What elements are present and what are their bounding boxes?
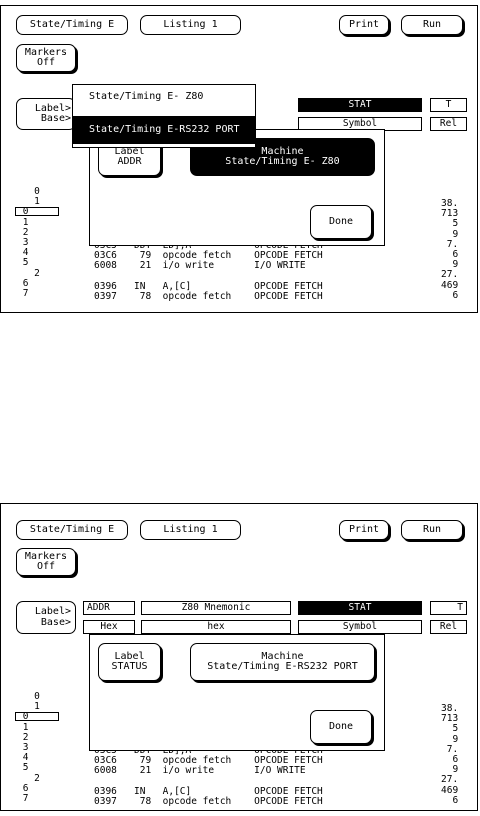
analyzer-select-button[interactable]: State/Timing E — [16, 520, 128, 540]
analyzer-screen-1: State/Timing E Listing 1 Print Run Marke… — [0, 5, 478, 313]
state-number-column: 0 1 0 1 2 3 4 5 2 6 7 — [22, 186, 40, 300]
time-base-text: Rel — [439, 118, 458, 129]
done-label: Done — [328, 215, 354, 227]
print-button[interactable]: Print — [339, 520, 389, 540]
label-row-label: Label> — [34, 606, 71, 617]
stat-column-header[interactable]: STAT — [298, 98, 422, 112]
dialog-label-title: Label — [114, 650, 145, 662]
run-button[interactable]: Run — [401, 520, 463, 540]
run-label: Run — [422, 18, 442, 30]
stat-header-text: STAT — [348, 99, 372, 110]
listing-select-button[interactable]: Listing 1 — [140, 520, 241, 540]
time-column-values: 38. 713 5 9 7. 6 9 27. 469 6 — [441, 703, 459, 806]
print-button[interactable]: Print — [339, 15, 389, 35]
mnemonic-header-text: Z80 Mnemonic — [181, 602, 251, 613]
stat-column-header[interactable]: STAT — [298, 601, 422, 615]
analyzer-select-label: State/Timing E — [29, 523, 115, 535]
time-column-header[interactable]: T — [430, 98, 467, 112]
done-button[interactable]: Done — [310, 205, 372, 239]
markers-value: Off — [36, 561, 56, 572]
analyzer-select-button[interactable]: State/Timing E — [16, 15, 128, 35]
dialog-machine-title: Machine — [261, 145, 304, 157]
mnemonic-column-base[interactable]: hex — [141, 620, 291, 634]
label-machine-dialog: Label STATUS Machine State/Timing E-RS23… — [89, 634, 385, 751]
addr-column-header[interactable]: ADDR — [83, 601, 135, 615]
time-header-text: T — [445, 99, 452, 110]
listing-rows: 03C5 DDT LD],A OPCODE FETCH 03C6 79 opco… — [94, 240, 323, 303]
analyzer-select-label: State/Timing E — [29, 18, 115, 30]
listing-rows: 03C5 DDT LD],A OPCODE FETCH 03C6 79 opco… — [94, 745, 323, 808]
time-base-text: Rel — [439, 621, 458, 632]
analyzer-screen-2: State/Timing E Listing 1 Print Run Marke… — [0, 503, 478, 811]
base-row-label: Base> — [40, 113, 71, 124]
machine-popup-menu: State/Timing E- Z80 State/Timing E-RS232… — [72, 84, 256, 148]
dialog-machine-title: Machine — [261, 650, 304, 662]
current-state-marker — [15, 207, 59, 216]
mnemonic-column-header[interactable]: Z80 Mnemonic — [141, 601, 291, 615]
state-number-column: 0 1 0 1 2 3 4 5 2 6 7 — [22, 691, 40, 805]
dialog-label-title: Label — [114, 145, 145, 157]
listing-select-label: Listing 1 — [163, 523, 218, 535]
markers-button[interactable]: Markers Off — [16, 44, 76, 72]
dialog-machine-value: State/Timing E-RS232 PORT — [207, 661, 358, 672]
stat-base-text: Symbol — [342, 621, 378, 632]
dialog-machine-select[interactable]: Machine State/Timing E-RS232 PORT — [190, 643, 375, 681]
stat-base-text: Symbol — [342, 118, 378, 129]
time-column-base[interactable]: Rel — [430, 117, 467, 131]
done-button[interactable]: Done — [310, 710, 372, 744]
time-column-header[interactable]: T — [430, 601, 467, 615]
stat-column-base[interactable]: Symbol — [298, 620, 422, 634]
base-row-label: Base> — [40, 616, 71, 628]
time-column-values: 38. 713 5 9 7. 6 9 27. 469 6 — [441, 198, 459, 301]
dialog-label-value: STATUS — [111, 661, 148, 672]
dialog-label-value: ADDR — [117, 156, 142, 167]
addr-column-base[interactable]: Hex — [83, 620, 135, 634]
addr-base-text: Hex — [100, 621, 118, 632]
listing-select-button[interactable]: Listing 1 — [140, 15, 241, 35]
markers-button[interactable]: Markers Off — [16, 548, 76, 576]
current-state-marker — [15, 712, 59, 721]
label-row-label: Label> — [34, 102, 71, 114]
run-label: Run — [422, 523, 442, 535]
stat-header-text: STAT — [348, 602, 372, 613]
markers-label: Markers — [24, 550, 68, 562]
run-button[interactable]: Run — [401, 15, 463, 35]
label-base-control[interactable]: Label> Base> — [16, 601, 76, 634]
markers-value: Off — [36, 57, 56, 68]
print-label: Print — [348, 523, 380, 535]
done-label: Done — [328, 720, 354, 732]
time-header-text: T — [457, 602, 463, 613]
menu-item-rs232-port[interactable]: State/Timing E-RS232 PORT — [73, 116, 255, 144]
print-label: Print — [348, 18, 380, 30]
listing-select-label: Listing 1 — [163, 18, 218, 30]
dialog-label-select[interactable]: Label STATUS — [98, 643, 161, 681]
label-base-control[interactable]: Label> Base> — [16, 98, 76, 130]
dialog-machine-value: State/Timing E- Z80 — [225, 156, 340, 167]
time-column-base[interactable]: Rel — [430, 620, 467, 634]
mnemonic-base-text: hex — [207, 621, 225, 632]
menu-item-z80[interactable]: State/Timing E- Z80 — [89, 91, 204, 102]
markers-label: Markers — [24, 46, 68, 58]
addr-header-text: ADDR — [87, 602, 110, 613]
